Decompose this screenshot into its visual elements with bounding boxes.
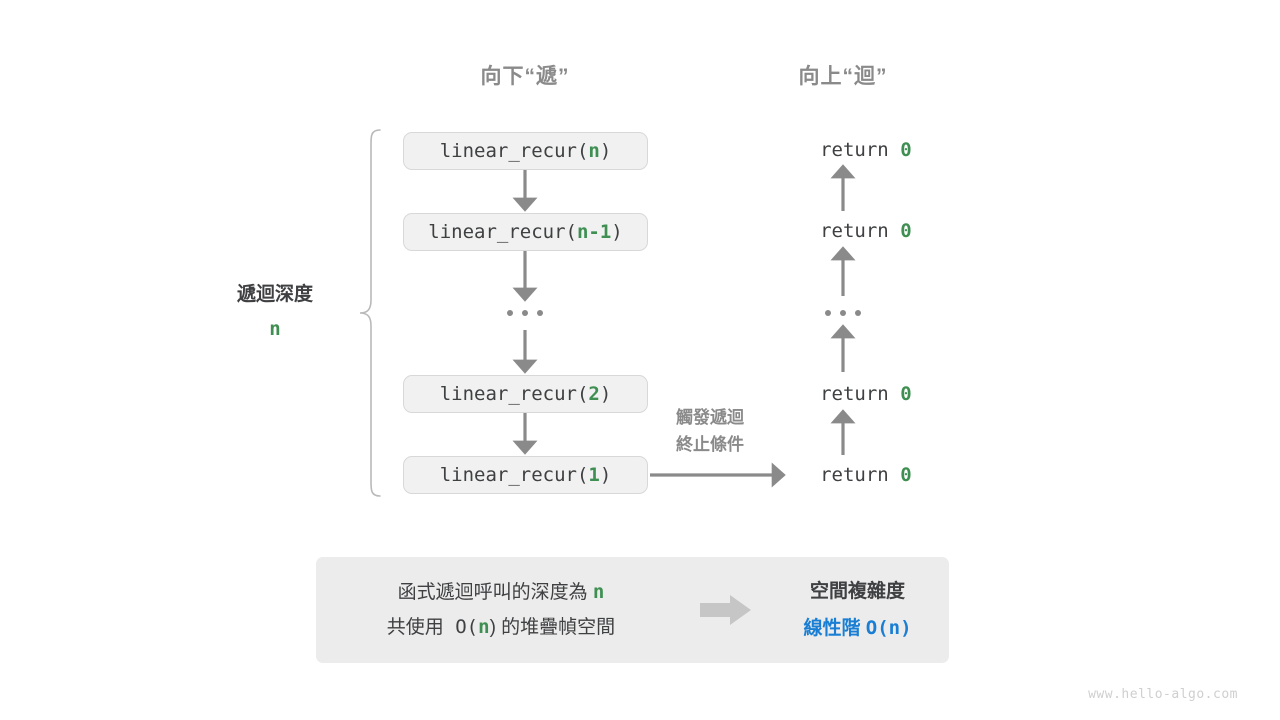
column-heading-ascend: 向上“迴” — [798, 65, 888, 88]
ellipsis-dot — [537, 310, 543, 316]
summary-line2-var: n — [478, 616, 490, 638]
summary-result-label: 線性階 — [803, 617, 866, 639]
summary-arrow — [686, 594, 766, 626]
summary-result-expr: O(n) — [865, 616, 912, 639]
curly-brace-icon — [359, 129, 381, 497]
column-heading-descend: 向下“遞” — [480, 65, 570, 88]
call-frame-suffix: ) — [599, 140, 612, 162]
summary-line2-text-b: ) 的堆疊幀空間 — [489, 617, 616, 638]
call-frame-prefix: linear_recur( — [428, 221, 577, 243]
return-stack-ellipsis — [825, 310, 861, 316]
termination-condition-note: 觸發遞迴 終止條件 — [676, 404, 744, 458]
call-frame-suffix: ) — [599, 383, 612, 405]
depth-brace — [358, 128, 384, 498]
call-frame-arg: 1 — [588, 464, 600, 486]
return-keyword: return — [820, 139, 901, 161]
ellipsis-dot — [855, 310, 861, 316]
termination-note-line1: 觸發遞迴 — [676, 408, 744, 427]
return-value: 0 — [900, 220, 912, 242]
summary-result: 空間複雜度 線性階 O(n) — [766, 575, 949, 646]
watermark: www.hello-algo.com — [1088, 687, 1238, 702]
summary-line2-text-a: 共使用 O( — [386, 616, 479, 638]
call-frame-arg: 2 — [588, 383, 600, 405]
ellipsis-dot — [840, 310, 846, 316]
ellipsis-dot — [825, 310, 831, 316]
right-block-arrow-icon — [700, 595, 751, 625]
call-frame-box[interactable]: linear_recur(2) — [403, 375, 648, 413]
return-statement: return 0 — [774, 442, 912, 508]
recursion-depth-value: n — [269, 318, 281, 340]
call-frame-box[interactable]: linear_recur(n) — [403, 132, 648, 170]
call-frame-arg: n — [588, 140, 600, 162]
return-keyword: return — [820, 383, 901, 405]
recursion-depth-annotation: 遞迴深度 n — [160, 280, 390, 344]
call-frame-prefix: linear_recur( — [439, 140, 589, 162]
call-frame-arg: n-1 — [576, 221, 612, 243]
summary-result-title: 空間複雜度 — [809, 580, 905, 602]
call-frame-suffix: ) — [599, 464, 612, 486]
return-statement: return 0 — [774, 117, 912, 183]
return-value: 0 — [900, 383, 912, 405]
call-frame-suffix: ) — [611, 221, 623, 243]
summary-line1-var: n — [592, 581, 605, 603]
summary-line-1: 函式遞迴呼叫的深度為 n — [316, 575, 686, 610]
return-statement: return 0 — [774, 361, 912, 427]
call-frame-box[interactable]: linear_recur(1) — [403, 456, 648, 494]
ellipsis-dot — [507, 310, 513, 316]
call-frame-box[interactable]: linear_recur(n-1) — [403, 213, 648, 251]
call-frame-prefix: linear_recur( — [439, 383, 589, 405]
return-statement: return 0 — [774, 198, 912, 264]
summary-result-value: 線性階 O(n) — [766, 611, 949, 646]
ellipsis-dot — [522, 310, 528, 316]
summary-description: 函式遞迴呼叫的深度為 n 共使用 O(n) 的堆疊幀空間 — [316, 575, 686, 645]
call-frame-prefix: linear_recur( — [439, 464, 589, 486]
return-keyword: return — [820, 464, 901, 486]
return-keyword: return — [820, 220, 901, 242]
summary-panel: 函式遞迴呼叫的深度為 n 共使用 O(n) 的堆疊幀空間 空間複雜度 線性階 O… — [316, 557, 949, 663]
recursion-depth-title: 遞迴深度 — [236, 284, 313, 305]
call-stack-ellipsis — [507, 310, 543, 316]
summary-line-2: 共使用 O(n) 的堆疊幀空間 — [316, 610, 686, 645]
return-value: 0 — [900, 139, 912, 161]
return-value: 0 — [900, 464, 912, 486]
summary-line1-text: 函式遞迴呼叫的深度為 — [397, 582, 593, 603]
termination-note-line2: 終止條件 — [676, 435, 744, 454]
